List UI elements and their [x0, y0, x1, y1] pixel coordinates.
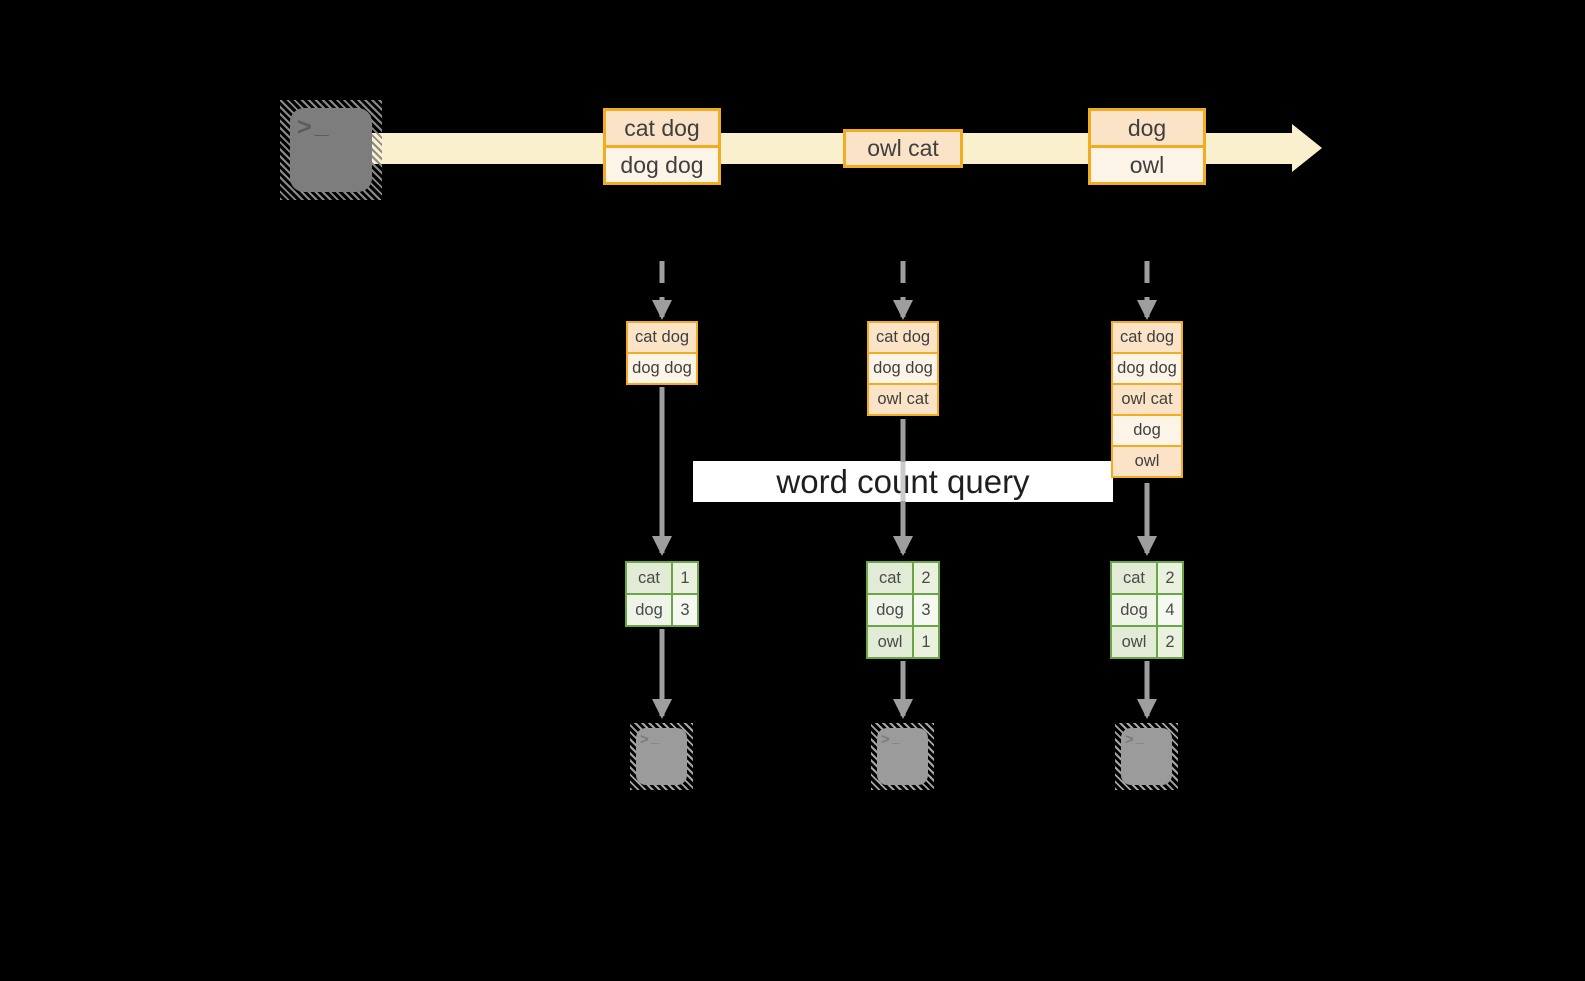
buffer-stack-3: cat dog dog dog owl cat dog owl: [1111, 321, 1183, 478]
count-value: 4: [1158, 595, 1182, 625]
count-value: 1: [914, 627, 938, 657]
stream-record: cat dog: [606, 111, 718, 145]
terminal-icon-body: [636, 728, 687, 785]
terminal-prompt-glyph: >_: [640, 729, 662, 748]
stream-batch-2: owl cat: [843, 129, 963, 168]
terminal-prompt-glyph: >_: [297, 111, 332, 142]
buffer-record: dog dog: [1113, 352, 1181, 383]
stream-record: owl: [1091, 145, 1203, 182]
count-word: dog: [868, 595, 914, 625]
count-word: dog: [627, 595, 673, 625]
count-word: cat: [868, 563, 914, 593]
count-table-2: cat 2 dog 3 owl 1: [866, 561, 940, 659]
buffer-record: owl cat: [869, 383, 937, 414]
terminal-icon-body: [290, 108, 372, 192]
buffer-record: dog: [1113, 414, 1181, 445]
buffer-stack-2: cat dog dog dog owl cat: [867, 321, 939, 416]
count-table-1: cat 1 dog 3: [625, 561, 699, 627]
prompt-icon: >: [881, 731, 892, 748]
prompt-icon: >: [640, 731, 651, 748]
count-value: 2: [1158, 627, 1182, 657]
count-row: dog 3: [627, 593, 697, 625]
buffer-record: owl cat: [1113, 383, 1181, 414]
source-terminal-icon: >_: [280, 100, 382, 200]
buffer-record: owl: [1113, 445, 1181, 476]
count-value: 3: [914, 595, 938, 625]
count-row: owl 1: [868, 625, 938, 657]
prompt-icon: >: [1125, 731, 1136, 748]
count-value: 1: [673, 563, 697, 593]
count-row: cat 2: [868, 563, 938, 593]
cursor-icon: _: [1135, 729, 1147, 746]
terminal-icon-body: [1121, 728, 1172, 785]
cursor-icon: _: [891, 729, 903, 746]
terminal-prompt-glyph: >_: [1125, 729, 1147, 748]
count-word: owl: [868, 627, 914, 657]
count-value: 2: [1158, 563, 1182, 593]
buffer-record: cat dog: [1113, 323, 1181, 352]
count-row: dog 4: [1112, 593, 1182, 625]
count-word: cat: [627, 563, 673, 593]
count-value: 3: [673, 595, 697, 625]
count-row: cat 1: [627, 563, 697, 593]
stream-arrow-head-icon: [1292, 124, 1322, 172]
count-word: cat: [1112, 563, 1158, 593]
sink-terminal-icon-2: >_: [871, 723, 934, 790]
count-row: cat 2: [1112, 563, 1182, 593]
count-row: dog 3: [868, 593, 938, 625]
buffer-stack-1: cat dog dog dog: [626, 321, 698, 385]
query-label: word count query: [693, 461, 1113, 502]
stream-record: dog dog: [606, 145, 718, 182]
terminal-prompt-glyph: >_: [881, 729, 903, 748]
count-word: owl: [1112, 627, 1158, 657]
cursor-icon: _: [314, 111, 332, 139]
count-table-3: cat 2 dog 4 owl 2: [1110, 561, 1184, 659]
sink-terminal-icon-1: >_: [630, 723, 693, 790]
stream-record: owl cat: [846, 132, 960, 165]
terminal-icon-body: [877, 728, 928, 785]
stream-record: dog: [1091, 111, 1203, 145]
prompt-icon: >: [297, 113, 315, 141]
stream-batch-1: cat dog dog dog: [603, 108, 721, 185]
count-word: dog: [1112, 595, 1158, 625]
buffer-record: cat dog: [628, 323, 696, 352]
count-value: 2: [914, 563, 938, 593]
cursor-icon: _: [650, 729, 662, 746]
count-row: owl 2: [1112, 625, 1182, 657]
sink-terminal-icon-3: >_: [1115, 723, 1178, 790]
stream-batch-3: dog owl: [1088, 108, 1206, 185]
buffer-record: dog dog: [869, 352, 937, 383]
buffer-record: cat dog: [869, 323, 937, 352]
buffer-record: dog dog: [628, 352, 696, 383]
